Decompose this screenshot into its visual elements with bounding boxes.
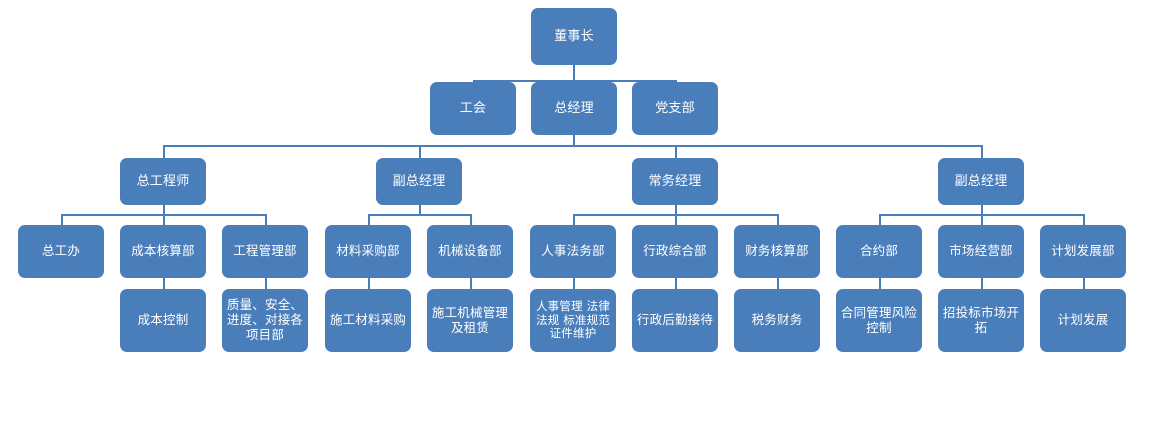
- node-tax-finance-label: 税务财务: [751, 312, 803, 328]
- node-tax-finance[interactable]: 税务财务: [734, 289, 820, 352]
- connector-deputy2-down: [981, 205, 983, 215]
- connector-deputy1-up: [419, 145, 421, 158]
- node-contract-dept-label: 合约部: [859, 243, 899, 259]
- connector-cost-acc-up: [163, 214, 165, 225]
- node-bidding-market-label: 招投标市场开拓: [942, 304, 1020, 335]
- node-hr-legal-detail-label: 人事管理 法律法规 标准规范证件维护: [535, 299, 611, 341]
- node-construction-machinery-rent-label: 施工机械管理及租赁: [431, 304, 509, 335]
- node-quality-safety[interactable]: 质量、安全、进度、对接各项目部: [222, 289, 308, 352]
- node-finance-accounting-dept[interactable]: 财务核算部: [734, 225, 820, 278]
- node-chief-engineer-label: 总工程师: [136, 173, 190, 189]
- node-material-purchasing-dept[interactable]: 材料采购部: [325, 225, 411, 278]
- node-contract-risk[interactable]: 合同管理风险控制: [836, 289, 922, 352]
- connector-contract-up: [879, 214, 881, 225]
- connector-cheo-up: [61, 214, 63, 225]
- node-engineering-mgmt-dept-label: 工程管理部: [233, 243, 297, 259]
- node-executive-manager[interactable]: 常务经理: [632, 158, 718, 205]
- node-admin-general-dept-label: 行政综合部: [643, 243, 707, 259]
- node-general-manager-label: 总经理: [554, 100, 594, 116]
- connector-cm-machinery-link: [470, 278, 472, 289]
- node-hr-legal-dept-label: 人事法务部: [541, 243, 605, 259]
- node-market-operation-dept-label: 市场经营部: [949, 243, 1013, 259]
- connector-cost-control-link: [163, 278, 165, 289]
- node-contract-dept[interactable]: 合约部: [836, 225, 922, 278]
- connector-bidding-link: [981, 278, 983, 289]
- node-party-branch[interactable]: 党支部: [632, 82, 718, 135]
- node-admin-logistics[interactable]: 行政后勤接待: [632, 289, 718, 352]
- connector-gm-down: [573, 135, 575, 146]
- node-cost-accounting-dept[interactable]: 成本核算部: [120, 225, 206, 278]
- connector-machinery-up: [470, 214, 472, 225]
- connector-exec-down: [675, 205, 677, 215]
- connector-chief-eng-down: [163, 205, 165, 215]
- node-cost-control-label: 成本控制: [137, 312, 189, 328]
- node-general-manager[interactable]: 总经理: [531, 82, 617, 135]
- node-executive-manager-label: 常务经理: [648, 173, 702, 189]
- node-cost-accounting-dept-label: 成本核算部: [131, 243, 195, 259]
- connector-hr-up: [573, 214, 575, 225]
- node-chief-engineer[interactable]: 总工程师: [120, 158, 206, 205]
- connector-admin-logistics-link: [675, 278, 677, 289]
- connector-planning-up: [1083, 214, 1085, 225]
- node-hr-legal-dept[interactable]: 人事法务部: [530, 225, 616, 278]
- connector-row2-bus: [473, 80, 675, 82]
- connector-deputy1-down: [419, 205, 421, 215]
- node-market-operation-dept[interactable]: 市场经营部: [938, 225, 1024, 278]
- connector-deputy2-up: [981, 145, 983, 158]
- node-chief-engineer-office-label: 总工办: [41, 243, 81, 259]
- connector-exec-up: [675, 145, 677, 158]
- node-bidding-market[interactable]: 招投标市场开拓: [938, 289, 1024, 352]
- connector-plan-dev-link: [1083, 278, 1085, 289]
- connector-admin-up: [675, 214, 677, 225]
- node-planning-development-label: 计划发展: [1057, 312, 1109, 328]
- node-construction-material-purchase-label: 施工材料采购: [329, 312, 407, 328]
- node-cost-control[interactable]: 成本控制: [120, 289, 206, 352]
- node-union-label: 工会: [459, 100, 487, 116]
- connector-deputy1-bus: [368, 214, 471, 216]
- node-deputy-gm-2-label: 副总经理: [954, 173, 1008, 189]
- node-construction-machinery-rent[interactable]: 施工机械管理及租赁: [427, 289, 513, 352]
- node-contract-risk-label: 合同管理风险控制: [840, 304, 918, 335]
- connector-tax-link: [777, 278, 779, 289]
- connector-contract-risk-link: [879, 278, 881, 289]
- connector-hr-detail-link: [573, 278, 575, 289]
- node-admin-logistics-label: 行政后勤接待: [636, 312, 714, 328]
- connector-quality-link: [265, 278, 267, 289]
- connector-chief-eng-up: [163, 145, 165, 158]
- node-finance-accounting-dept-label: 财务核算部: [745, 243, 809, 259]
- node-engineering-mgmt-dept[interactable]: 工程管理部: [222, 225, 308, 278]
- connector-finance-up: [777, 214, 779, 225]
- node-planning-development-dept-label: 计划发展部: [1051, 243, 1115, 259]
- node-machinery-equipment-dept-label: 机械设备部: [438, 243, 502, 259]
- node-planning-development[interactable]: 计划发展: [1040, 289, 1126, 352]
- node-machinery-equipment-dept[interactable]: 机械设备部: [427, 225, 513, 278]
- node-admin-general-dept[interactable]: 行政综合部: [632, 225, 718, 278]
- node-planning-development-dept[interactable]: 计划发展部: [1040, 225, 1126, 278]
- node-deputy-gm-1[interactable]: 副总经理: [376, 158, 462, 205]
- node-deputy-gm-2[interactable]: 副总经理: [938, 158, 1024, 205]
- node-material-purchasing-dept-label: 材料采购部: [336, 243, 400, 259]
- node-quality-safety-label: 质量、安全、进度、对接各项目部: [226, 297, 304, 342]
- node-party-branch-label: 党支部: [655, 100, 695, 116]
- connector-eng-mgmt-up: [265, 214, 267, 225]
- node-chairman[interactable]: 董事长: [531, 8, 617, 65]
- node-chairman-label: 董事长: [554, 28, 594, 44]
- node-deputy-gm-1-label: 副总经理: [392, 173, 446, 189]
- connector-cm-purchase-link: [368, 278, 370, 289]
- node-hr-legal-detail[interactable]: 人事管理 法律法规 标准规范证件维护: [530, 289, 616, 352]
- node-chief-engineer-office[interactable]: 总工办: [18, 225, 104, 278]
- node-union[interactable]: 工会: [430, 82, 516, 135]
- connector-material-up: [368, 214, 370, 225]
- connector-market-up: [981, 214, 983, 225]
- node-construction-material-purchase[interactable]: 施工材料采购: [325, 289, 411, 352]
- connector-row3-bus: [163, 145, 982, 147]
- connector-chairman-down: [573, 65, 575, 82]
